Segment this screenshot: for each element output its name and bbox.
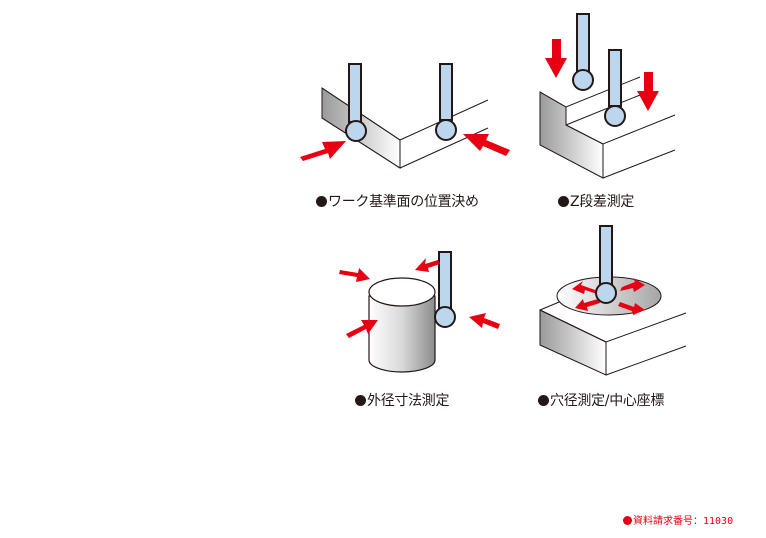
arrow-icon bbox=[415, 258, 440, 272]
probe-icon bbox=[595, 225, 617, 304]
request-number: 資料請求番号：11030 bbox=[623, 512, 733, 527]
request-number-value: 11030 bbox=[703, 516, 734, 527]
caption-work-reference: ワーク基準面の位置決め bbox=[316, 191, 479, 211]
bullet-icon bbox=[538, 395, 549, 406]
probe-icon bbox=[435, 63, 457, 141]
bullet-icon bbox=[316, 196, 327, 207]
caption-text: Z段差測定 bbox=[570, 194, 635, 210]
caption-text: ワーク基準面の位置決め bbox=[328, 194, 479, 210]
arrow-icon bbox=[545, 39, 567, 78]
probe-icon bbox=[345, 63, 367, 142]
probe-icon bbox=[434, 251, 456, 328]
bullet-icon bbox=[623, 516, 632, 525]
arrow-icon bbox=[463, 134, 510, 156]
request-label: 資料請求番号： bbox=[633, 516, 703, 527]
arrow-icon bbox=[300, 141, 346, 161]
cylinder-body bbox=[368, 295, 436, 373]
cylinder-top bbox=[368, 277, 436, 307]
bullet-icon bbox=[355, 395, 366, 406]
probe-icon bbox=[572, 13, 594, 91]
outer-diameter-illustration bbox=[339, 251, 500, 373]
caption-text: 外径寸法測定 bbox=[367, 393, 450, 409]
work-reference-illustration bbox=[300, 63, 510, 169]
arrow-icon bbox=[572, 281, 597, 294]
arrow-icon bbox=[346, 320, 378, 338]
caption-outer-diameter: 外径寸法測定 bbox=[355, 390, 450, 410]
z-step-illustration bbox=[539, 13, 676, 179]
arrow-icon bbox=[339, 268, 370, 282]
arrow-icon bbox=[575, 299, 600, 311]
arrow-icon bbox=[469, 313, 500, 329]
probe-icon bbox=[604, 49, 626, 127]
hole-diameter-illustration bbox=[539, 225, 687, 376]
arrow-icon bbox=[620, 278, 645, 292]
bullet-icon bbox=[558, 196, 569, 207]
arrow-icon bbox=[637, 72, 659, 111]
arrow-icon bbox=[618, 302, 645, 315]
caption-text: 穴径測定/中心座標 bbox=[550, 393, 665, 409]
caption-z-step: Z段差測定 bbox=[558, 191, 634, 211]
caption-hole-diameter: 穴径測定/中心座標 bbox=[538, 390, 664, 410]
